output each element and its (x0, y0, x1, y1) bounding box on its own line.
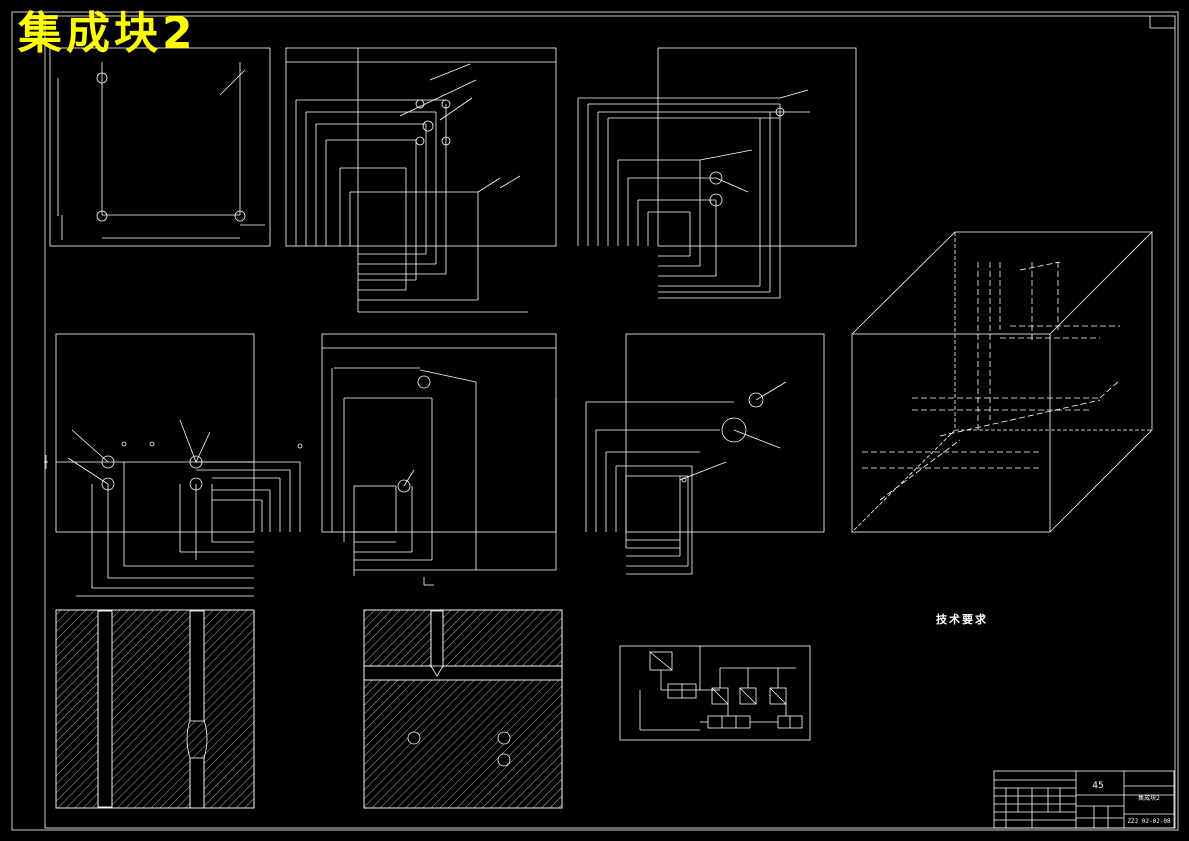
outer-frame (11, 11, 1179, 831)
section-view-left (55, 609, 255, 809)
technical-requirements-heading: 技术要求 (936, 613, 988, 626)
inner-frame (44, 15, 1176, 829)
hydraulic-schematic (619, 645, 811, 741)
view-top-middle (285, 47, 557, 313)
title-block-part-name: 集成块2 (1138, 794, 1160, 802)
view-top-left (49, 47, 271, 247)
view-middle-center (321, 333, 557, 586)
view-isometric (851, 231, 1153, 533)
section-view-center (363, 609, 563, 809)
view-middle-left (44, 333, 303, 597)
view-top-right (577, 47, 857, 299)
view-middle-right (585, 333, 825, 575)
title-block-material: 45 (1092, 781, 1103, 791)
drawing-title: 集成块2 (18, 8, 197, 59)
title-block (993, 770, 1175, 829)
title-block-drawing-number: ZZJ 02-02-08 (1127, 818, 1171, 825)
